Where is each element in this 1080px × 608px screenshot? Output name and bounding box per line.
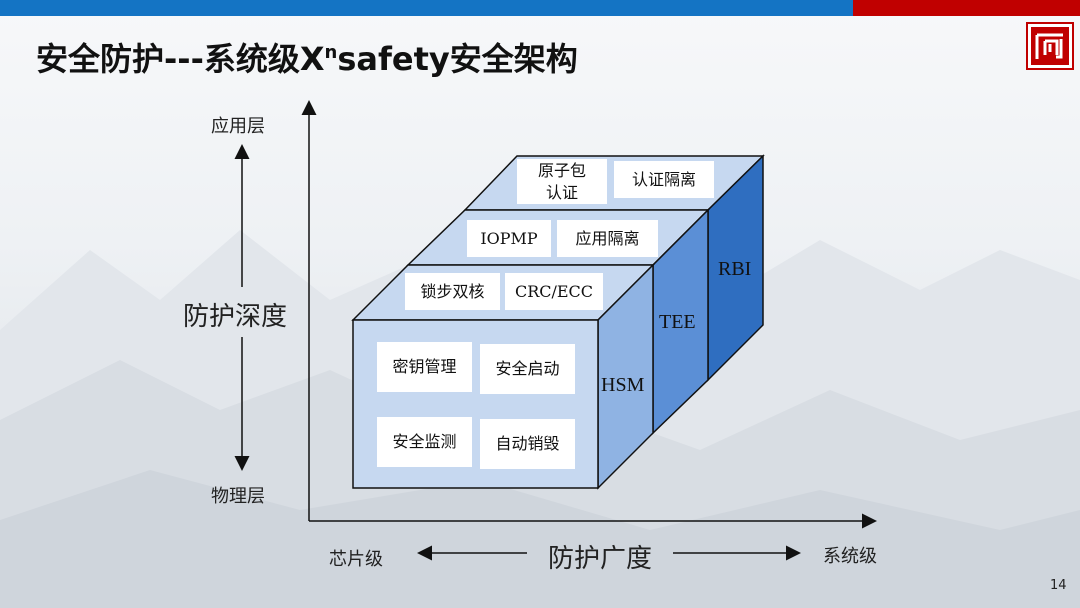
auth-isolation-box: 认证隔离: [614, 161, 714, 198]
crc-ecc-box: CRC/ECC: [505, 273, 603, 310]
y-axis-bottom-label: 物理层: [211, 486, 265, 507]
title-superscript: n: [324, 42, 338, 63]
hsm-label: HSM: [601, 374, 645, 396]
x-axis-left-label: 芯片级: [329, 549, 383, 570]
lockstep-dual-core-box: 锁步双核: [405, 273, 500, 310]
y-axis-middle-label: 防护深度: [183, 302, 288, 332]
key-management-box: 密钥管理: [377, 342, 472, 392]
atomic-package-auth-line2: 认证: [545, 182, 578, 202]
secure-boot-box: 安全启动: [480, 344, 575, 394]
app-isolation-box: 应用隔离: [557, 220, 658, 257]
title-tail: safety安全架构: [337, 40, 578, 78]
top-accent-bar-red: [853, 0, 1080, 16]
top-accent-bar-blue: [0, 0, 853, 16]
tee-label: TEE: [659, 311, 696, 333]
atomic-package-auth-line1: 原子包: [537, 160, 586, 180]
slide-title: 安全防护---系统级Xnsafety安全架构: [36, 34, 578, 80]
logo-icon: [1026, 22, 1074, 70]
y-axis-top-label: 应用层: [211, 116, 265, 137]
auto-destruct-box: 自动销毁: [480, 419, 575, 469]
security-monitoring-box: 安全监测: [377, 417, 472, 467]
x-axis-middle-label: 防护广度: [548, 544, 653, 574]
x-axis-right-label: 系统级: [823, 546, 877, 567]
iopmp-box: IOPMP: [467, 220, 551, 257]
atomic-package-auth-box: 原子包 认证: [517, 159, 607, 204]
title-main: 安全防护---系统级X: [36, 40, 325, 78]
page-number: 14: [1050, 578, 1067, 593]
rbi-label: RBI: [718, 258, 752, 280]
